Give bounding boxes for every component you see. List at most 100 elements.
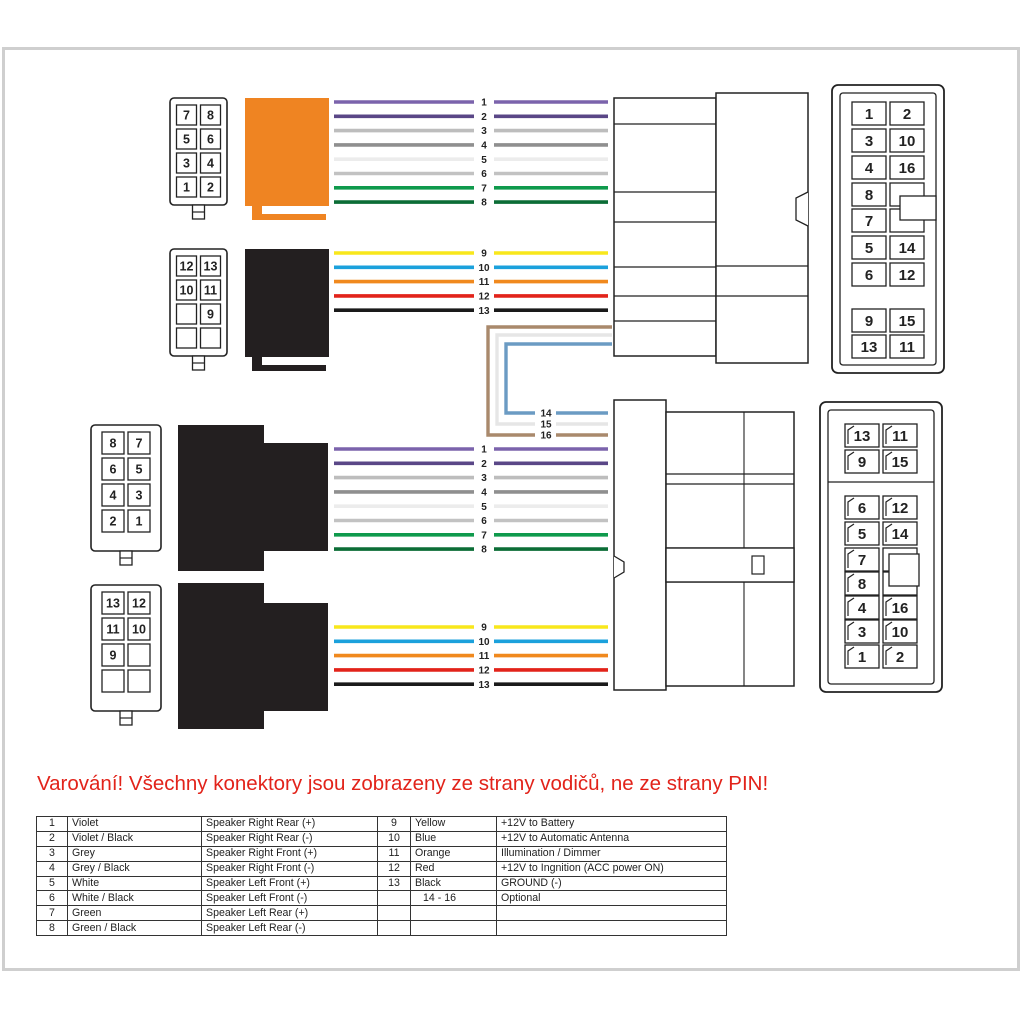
connector-face-top-b-pin-cell (199, 255, 222, 277)
legend-cell: 1 (36, 816, 68, 832)
head-connector-top-left (613, 97, 717, 357)
legend-cell: Red (410, 860, 497, 877)
wire-d-8-label: 8 (481, 545, 487, 556)
pin-face-top-cell (851, 128, 887, 153)
wire-d-1-label: 1 (481, 445, 487, 456)
head-connector-bottom-band (665, 547, 795, 583)
legend-cell: 4 (36, 860, 68, 877)
wire-e-13-label: 13 (478, 680, 490, 691)
connector-face-bottom-b-pin-cell (127, 617, 151, 641)
legend-cell: +12V to Battery (496, 816, 727, 832)
pin-face-top-pin-5: 5 (865, 240, 873, 257)
wire-c-16-label: 16 (540, 431, 552, 442)
pin-face-top-cell (889, 235, 925, 260)
wire-c-15-label: 15 (540, 420, 552, 431)
pin-face-top-cell (851, 208, 887, 233)
connector-face-top-a-pin-cell (175, 104, 198, 126)
connector-face-top-a-pin-cell (175, 128, 198, 150)
legend-cell: 10 (377, 830, 411, 847)
connector-face-top-b-pin-11: 11 (204, 284, 217, 298)
black-plug-body-top (245, 249, 329, 357)
legend-cell: GROUND (-) (496, 875, 727, 892)
pin-face-top-pin-1: 1 (865, 106, 873, 123)
connector-face-top-a-pin-3: 3 (183, 157, 190, 171)
wire-a-5-label: 5 (481, 155, 487, 166)
wire-b-10-label: 10 (478, 263, 490, 274)
head-connector-top-notch (795, 191, 809, 227)
wire-d-3-label: 3 (481, 473, 487, 484)
connector-face-bottom-b-pin-10: 10 (132, 623, 146, 637)
pin-face-top-cell (851, 101, 887, 126)
pin-face-bottom-pin-1: 1 (858, 649, 866, 666)
legend-cell (496, 920, 727, 937)
connector-face-top-b-pin-cell (175, 279, 198, 301)
pin-face-bottom-hook-10 (885, 621, 893, 640)
pin-face-bottom-cell (882, 619, 918, 644)
connector-face-bottom-b-pin-13: 13 (106, 597, 120, 611)
legend-cell (377, 890, 411, 907)
wire-d-4-label: 4 (481, 488, 487, 499)
pin-face-top-pin-9: 9 (865, 313, 873, 330)
pin-face-top-cell (889, 101, 925, 126)
pin-face-bottom-pin-12: 12 (892, 500, 909, 517)
connector-face-bottom-a-pin-cell (101, 457, 125, 481)
connector-face-top-a-pin-8: 8 (207, 109, 214, 123)
legend-cell: 3 (36, 845, 68, 862)
legend-cell: Blue (410, 830, 497, 847)
pin-face-top-pin-3: 3 (865, 133, 873, 150)
pin-face-top-pin-10: 10 (899, 133, 916, 150)
pin-face-bottom-cell (882, 521, 918, 546)
connector-face-bottom-a-pin-4: 4 (110, 489, 117, 503)
pin-face-top-cell (851, 262, 887, 287)
pin-face-bottom-hook-7 (847, 549, 855, 568)
pin-face-top-pin-14: 14 (899, 240, 916, 257)
legend-cell: 5 (36, 875, 68, 892)
pin-face-top-cell (851, 182, 887, 207)
wire-c-14-route (504, 342, 612, 415)
pin-face-bottom-hook-11 (885, 425, 893, 444)
connector-face-bottom-b-pin-cell (101, 669, 125, 693)
head-connector-bottom-left (613, 399, 667, 691)
pin-face-top-pin-2: 2 (903, 106, 911, 123)
pin-face-bottom-hook-2 (885, 646, 893, 665)
wire-b-11-label: 11 (479, 277, 490, 288)
pin-face-bottom-hook-4 (847, 597, 855, 616)
connector-face-bottom-a-pin-cell (101, 483, 125, 507)
connector-face-bottom-a-pin-cell (101, 509, 125, 533)
black-plug-front-b (264, 603, 328, 711)
connector-face-bottom-a-pin-6: 6 (110, 463, 117, 477)
pin-face-bottom-pin-4: 4 (858, 600, 867, 617)
black-plug-rear-b (178, 583, 264, 729)
pin-face-top-pin-13: 13 (861, 339, 878, 356)
pin-face-top-cell (889, 128, 925, 153)
pin-face-top-cell (889, 155, 925, 180)
wire-a-2-label: 2 (481, 112, 487, 123)
pin-face-top-key (899, 195, 937, 221)
pin-face-bottom-cell (844, 521, 880, 546)
connector-face-bottom-a-pin-1: 1 (136, 515, 143, 529)
wire-a-3-label: 3 (481, 126, 487, 137)
pin-face-bottom-cell (844, 423, 880, 448)
pin-face-bottom-key (888, 553, 920, 587)
legend-cell: Speaker Right Front (+) (201, 845, 378, 862)
legend-cell (410, 920, 497, 937)
wire-a-1-label: 1 (481, 98, 487, 109)
connector-face-top-a-pin-cell (199, 176, 222, 198)
pin-face-top-cell (851, 308, 887, 333)
legend-cell: Yellow (410, 816, 497, 832)
wire-c-15-route (495, 333, 612, 426)
connector-face-top-b-pin-cell (175, 327, 198, 349)
legend-cell: 13 (377, 875, 411, 892)
connector-face-top-a-pin-4: 4 (207, 157, 214, 171)
pin-face-bottom-hook-12 (885, 497, 893, 516)
connector-face-bottom-b-pin-cell (101, 643, 125, 667)
orange-plug-latch (252, 206, 326, 220)
legend-cell: Grey / Black (67, 860, 202, 877)
pin-face-bottom-pin-16: 16 (892, 600, 909, 617)
pin-face-bottom-cell (844, 644, 880, 669)
